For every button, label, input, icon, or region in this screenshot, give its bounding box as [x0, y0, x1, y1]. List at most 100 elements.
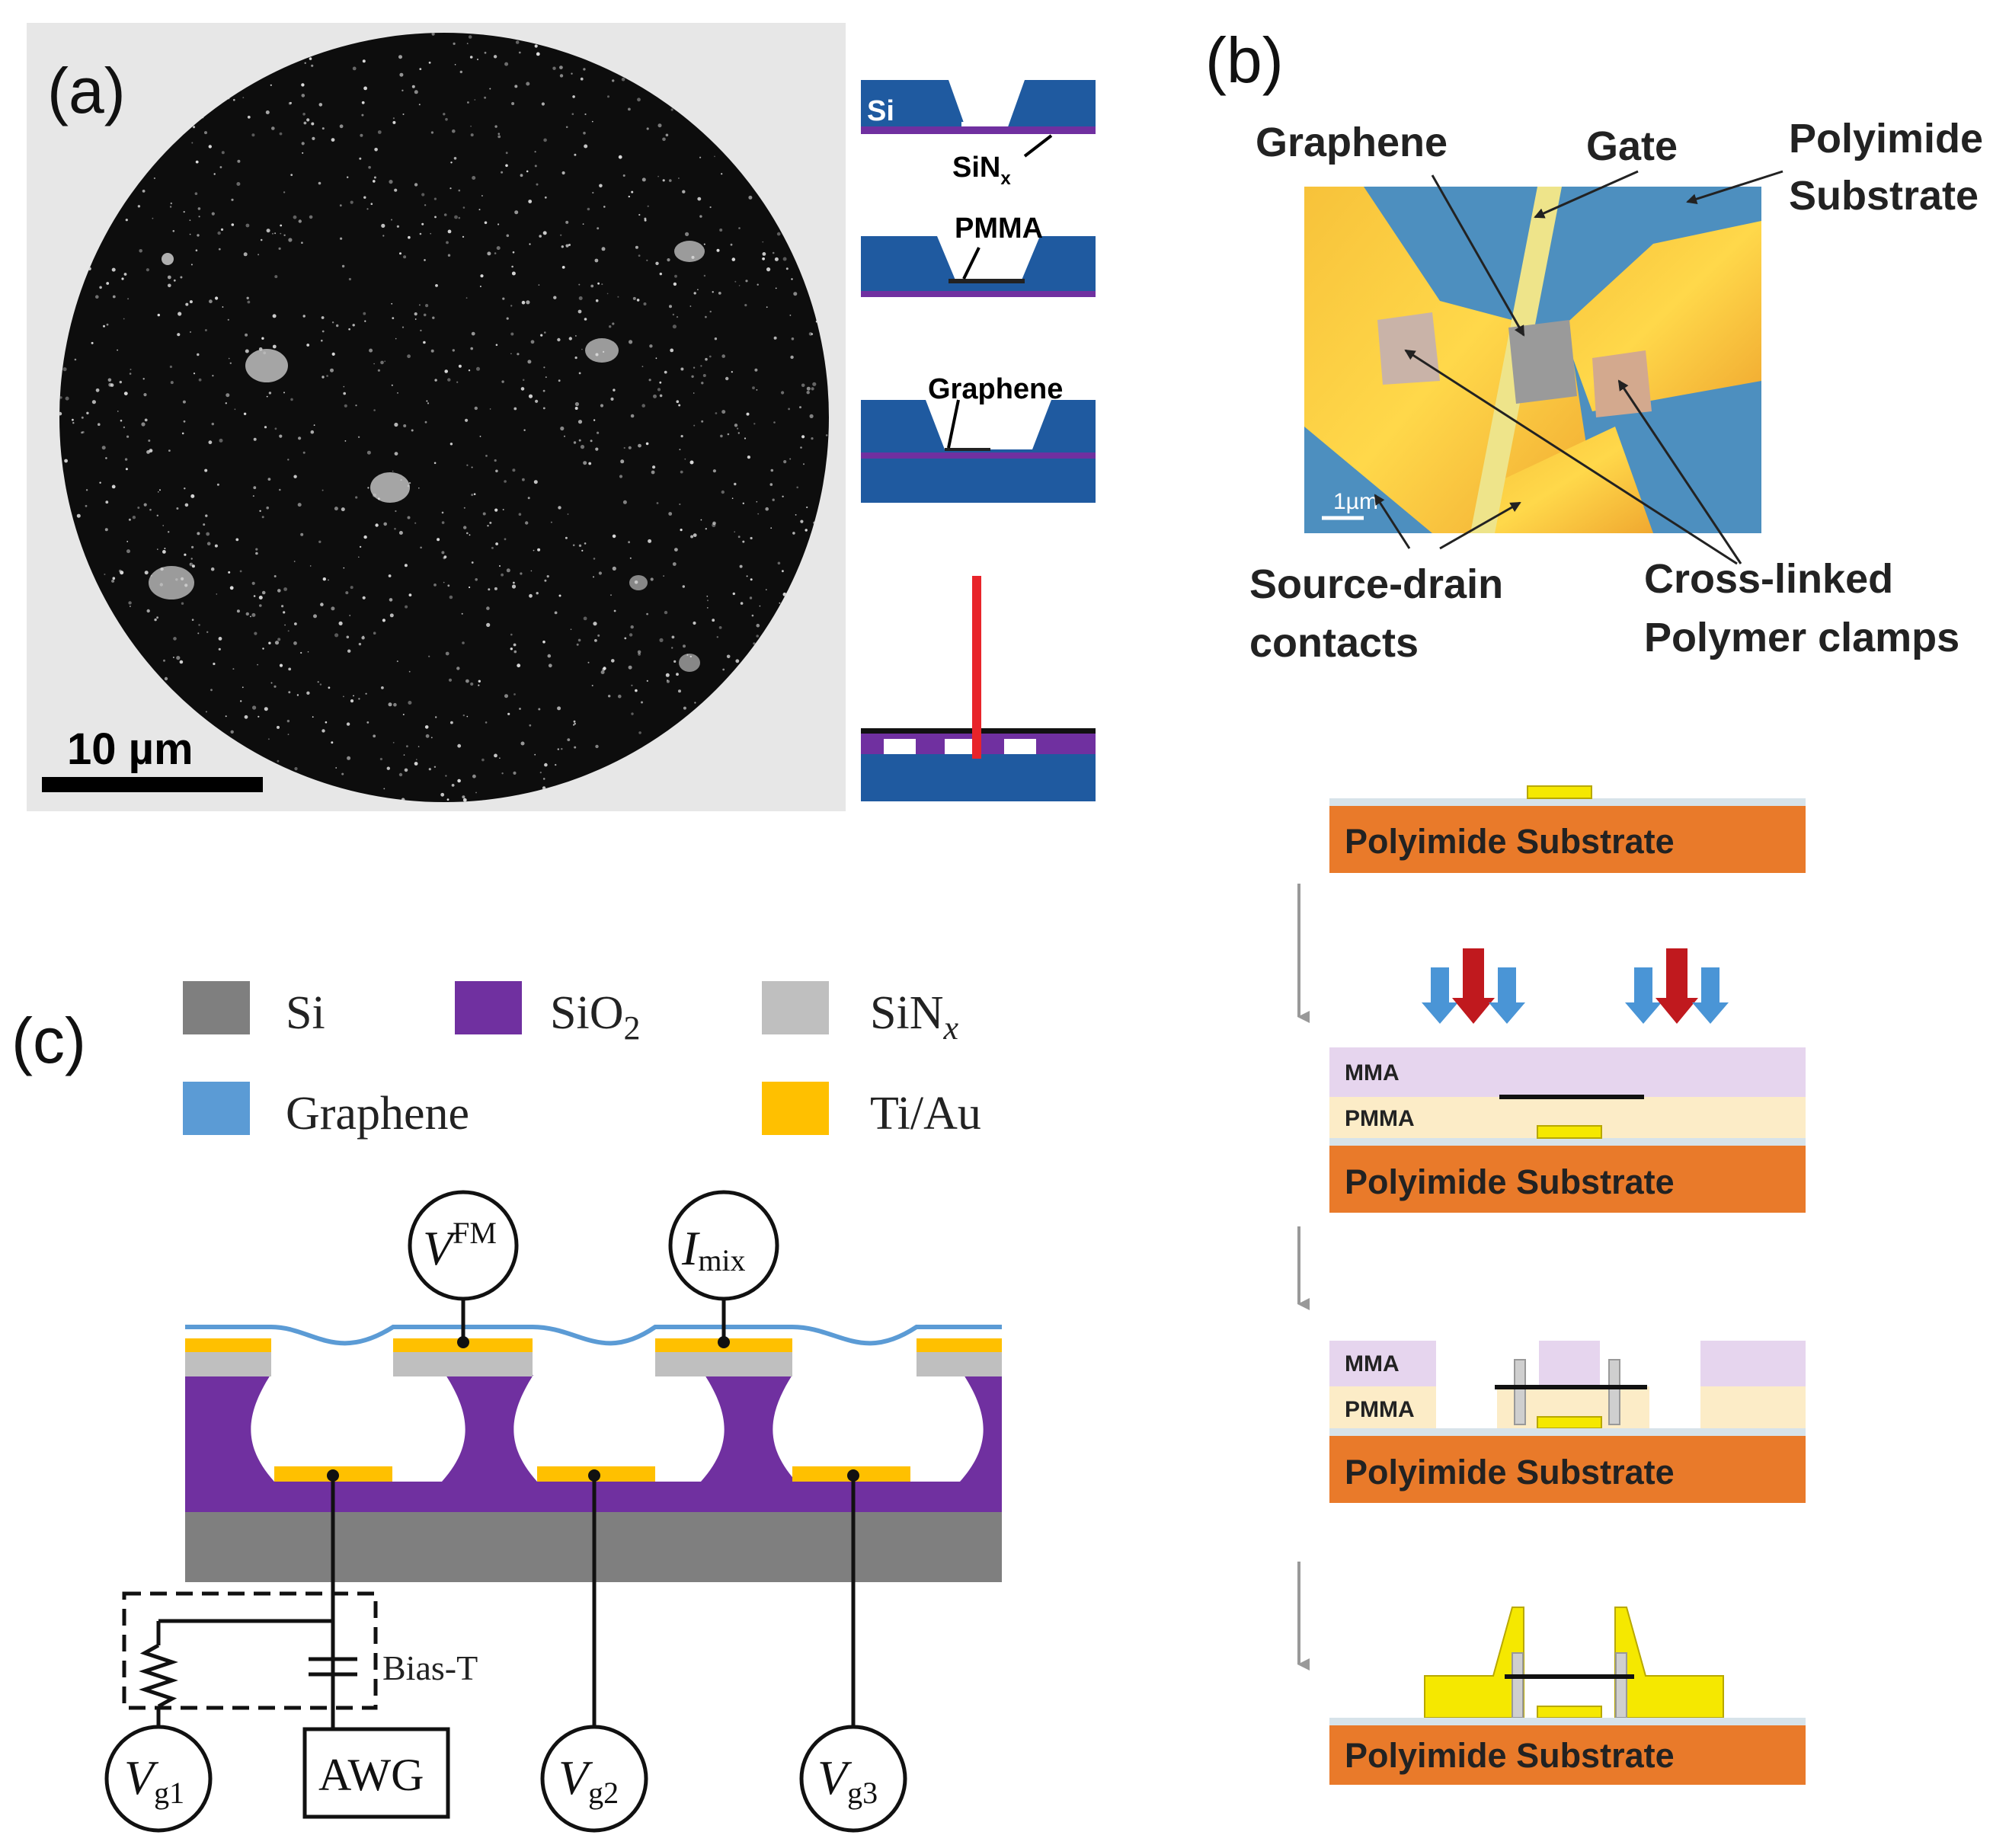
speckle-dot [693, 533, 697, 537]
fabrication-step-2: PMMA [861, 213, 1096, 297]
speckle-dot [680, 470, 683, 474]
legend-item-si: Si [183, 981, 325, 1039]
awg-label: AWG [318, 1750, 424, 1800]
speckle-dot [721, 410, 726, 414]
speckle-dot [466, 464, 469, 466]
speckle-dot [380, 360, 384, 365]
speckle-dot [513, 771, 517, 775]
speckle-dot [699, 215, 702, 218]
speckle-dot [462, 795, 465, 799]
speckle-dot [310, 430, 315, 434]
speckle-dot [496, 246, 501, 251]
speckle-dot [112, 295, 116, 299]
speckle-dot [631, 190, 634, 193]
speckle-dot [335, 767, 337, 769]
speckle-dot [313, 424, 315, 426]
speckle-dot [254, 631, 258, 635]
speckle-dot [363, 196, 366, 199]
speckle-dot [465, 679, 469, 683]
speckle-dot [382, 619, 385, 622]
speckle-dot [641, 366, 644, 367]
speckle-dot [190, 264, 193, 266]
speckle-dot [198, 624, 200, 626]
speckle-dot [592, 120, 593, 123]
speckle-dot [706, 607, 709, 609]
speckle-dot [709, 355, 712, 358]
speckle-dot [774, 257, 779, 261]
speckle-dot [631, 712, 634, 715]
speckle-dot [62, 367, 67, 372]
speckle-dot [339, 204, 342, 207]
speckle-dot [423, 341, 426, 344]
speckle-dot [156, 616, 159, 619]
speckle-dot [321, 339, 323, 342]
speckle-dot [641, 701, 643, 704]
speckle-dot [394, 188, 398, 192]
speckle-dot [462, 641, 465, 644]
speckle-dot [375, 523, 379, 527]
speckle-dot [259, 604, 262, 607]
speckle-dot [558, 379, 561, 382]
speckle-dot [286, 719, 290, 723]
speckle-dot [245, 333, 248, 337]
speckle-dot [397, 392, 398, 394]
graphene-callout: Graphene [1256, 120, 1448, 165]
speckle-dot [478, 684, 480, 686]
speckle-dot [424, 420, 427, 424]
speckle-dot [123, 273, 127, 276]
speckle-dot [501, 573, 504, 577]
speckle-dot [488, 588, 491, 591]
speckle-dot [345, 591, 349, 595]
speckle-dot [469, 56, 473, 59]
speckle-dot [236, 182, 241, 186]
speckle-dot [638, 731, 641, 734]
speckle-dot [593, 419, 596, 421]
speckle-dot [471, 494, 474, 497]
speckle-dot [578, 544, 582, 547]
speckle-dot [598, 571, 603, 575]
speckle-dot [806, 391, 810, 395]
speckle-dot [594, 258, 599, 263]
speckle-dot [651, 470, 655, 475]
speckle-dot [617, 296, 619, 298]
speckle-dot [544, 579, 547, 582]
speckle-dot [593, 576, 594, 578]
speckle-dot [168, 283, 171, 288]
speckle-dot [185, 302, 189, 306]
speckle-dot [441, 551, 445, 555]
speckle-dot [252, 705, 257, 710]
speckle-dot [584, 144, 588, 149]
speckle-dot [522, 379, 525, 382]
speckle-dot [318, 103, 323, 107]
speckle-dot [628, 107, 631, 111]
speckle-dot [511, 102, 515, 105]
speckle-dot [557, 706, 561, 711]
speckle-dot [192, 126, 196, 129]
speckle-dot [466, 715, 469, 718]
speckle-dot [595, 447, 599, 451]
speckle-dot [343, 695, 344, 698]
speckle-dot [593, 558, 596, 560]
speckle-dot [368, 165, 371, 169]
speckle-dot [379, 757, 382, 761]
svg-text:Graphene: Graphene [286, 1088, 469, 1140]
speckle-dot [772, 251, 775, 254]
speckle-dot [587, 207, 590, 211]
speckle-dot [367, 487, 369, 489]
speckle-dot [526, 300, 530, 305]
panel-a: (a) 10 µm Si SiNx PMMA Graphene [27, 23, 1096, 811]
speckle-dot [218, 647, 221, 651]
speckle-dot [628, 195, 630, 198]
speckle-dot [782, 570, 784, 573]
speckle-dot [117, 411, 119, 412]
speckle-dot [449, 187, 452, 190]
speckle-dot [734, 482, 737, 486]
speckle-dot [638, 213, 641, 216]
speckle-dot [137, 205, 141, 208]
speckle-dot [543, 366, 545, 369]
speckle-dot [574, 356, 577, 360]
speckle-dot [796, 486, 798, 489]
speckle-dot [404, 768, 408, 772]
speckle-dot [176, 507, 179, 510]
speckle-dot [408, 481, 411, 484]
